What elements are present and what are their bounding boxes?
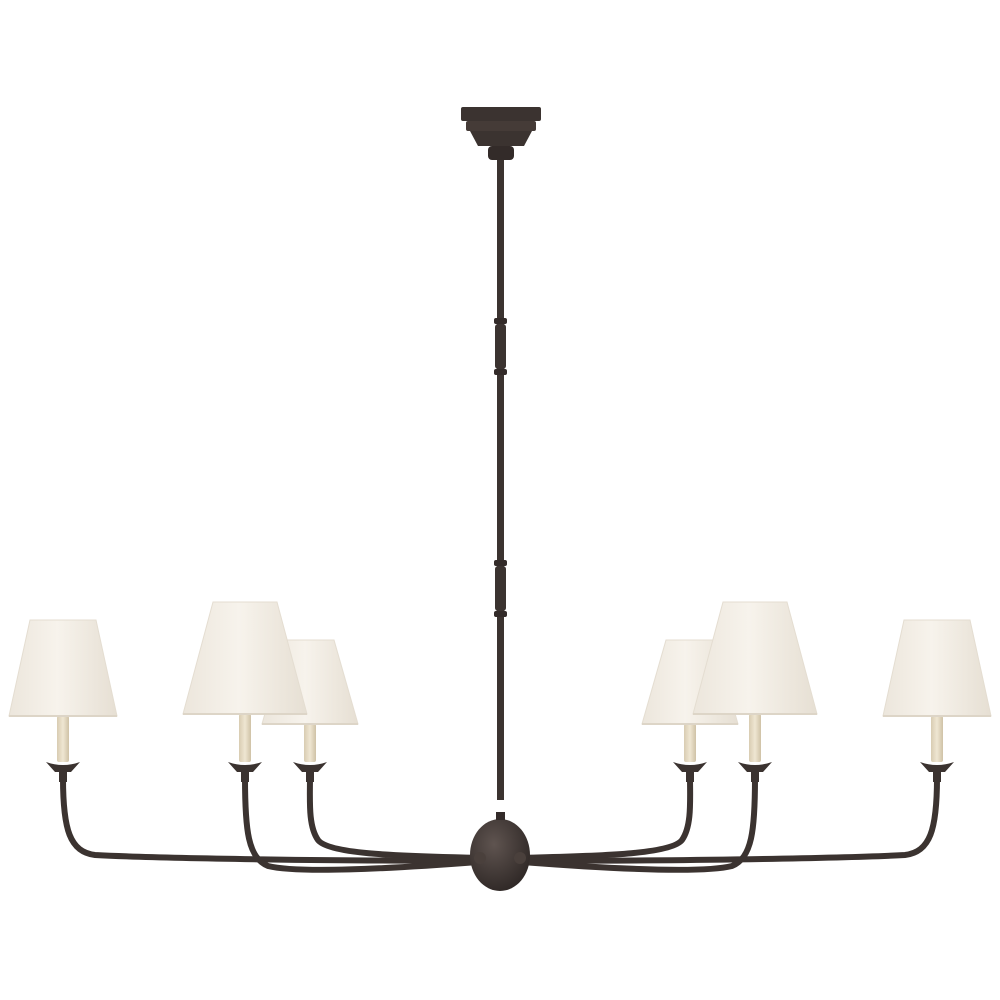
cup-stem xyxy=(306,770,314,782)
lamp-3 xyxy=(182,601,308,762)
lamp-heads xyxy=(8,601,992,762)
cup-stem xyxy=(241,770,249,782)
cup-stem xyxy=(686,770,694,782)
cup-stem xyxy=(933,770,941,782)
candle-cup xyxy=(46,762,80,772)
lamp-shade xyxy=(882,619,992,717)
chandelier-arms-front xyxy=(60,775,940,873)
candle-sleeve xyxy=(684,724,696,762)
candle-sleeve xyxy=(239,714,251,762)
chandelier-hub xyxy=(470,812,530,891)
lamp-shade xyxy=(692,601,818,715)
down-rod xyxy=(494,160,507,800)
candle-cup xyxy=(293,762,327,772)
cup-stem xyxy=(751,770,759,782)
candle-sleeve xyxy=(304,724,316,762)
candle-cup xyxy=(673,762,707,772)
candle-cup xyxy=(738,762,772,772)
lamp-shade xyxy=(182,601,308,715)
ceiling-canopy xyxy=(461,107,541,160)
cup-stem xyxy=(59,770,67,782)
lamp-shade xyxy=(8,619,118,717)
chandelier-arms-back xyxy=(306,773,694,861)
candle-cup xyxy=(920,762,954,772)
candle-sleeve xyxy=(749,714,761,762)
candle-cup xyxy=(228,762,262,772)
lamp-1 xyxy=(8,619,118,762)
candle-sleeve xyxy=(931,716,943,762)
lamp-4 xyxy=(692,601,818,762)
candle-cups xyxy=(46,762,954,782)
lamp-6 xyxy=(882,619,992,762)
candle-sleeve xyxy=(57,716,69,762)
